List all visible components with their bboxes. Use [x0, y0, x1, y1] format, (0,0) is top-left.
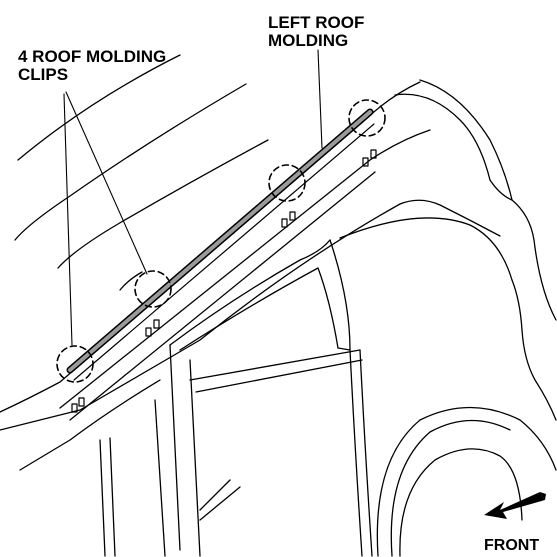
clip-4a	[362, 157, 369, 167]
leader-molding	[317, 49, 323, 149]
clips-label: 4 ROOF MOLDING CLIPS	[18, 48, 166, 84]
front-arrow-icon	[484, 492, 546, 519]
leader-clips-a	[65, 91, 148, 275]
clip-4b	[370, 149, 377, 159]
clip-2b	[153, 319, 160, 329]
clip-2a	[145, 327, 152, 337]
clip-3a	[281, 218, 288, 228]
clips-label-line1: 4 ROOF MOLDING	[18, 47, 167, 66]
clip-circle-1	[56, 345, 94, 383]
roof-contour-lines	[14, 54, 269, 291]
clip-circles	[56, 99, 386, 383]
clip-1a	[71, 403, 78, 413]
leader-lines	[63, 49, 323, 346]
rear-wheel	[376, 406, 557, 557]
left-roof-molding	[66, 108, 375, 381]
leader-clips-b	[63, 93, 73, 346]
clip-circle-4	[348, 99, 386, 137]
front-label: FRONT	[484, 537, 540, 554]
molding-clips	[71, 149, 377, 413]
molding-label: LEFT ROOF MOLDING	[268, 14, 364, 50]
clip-1b	[78, 397, 85, 407]
vehicle-body	[0, 79, 557, 557]
clip-circle-2	[134, 270, 172, 308]
clips-label-line2: CLIPS	[18, 65, 69, 84]
clip-circle-3	[268, 164, 306, 202]
molding-label-line1: LEFT ROOF	[268, 13, 365, 32]
clip-3b	[289, 211, 296, 221]
molding-label-line2: MOLDING	[268, 31, 349, 50]
